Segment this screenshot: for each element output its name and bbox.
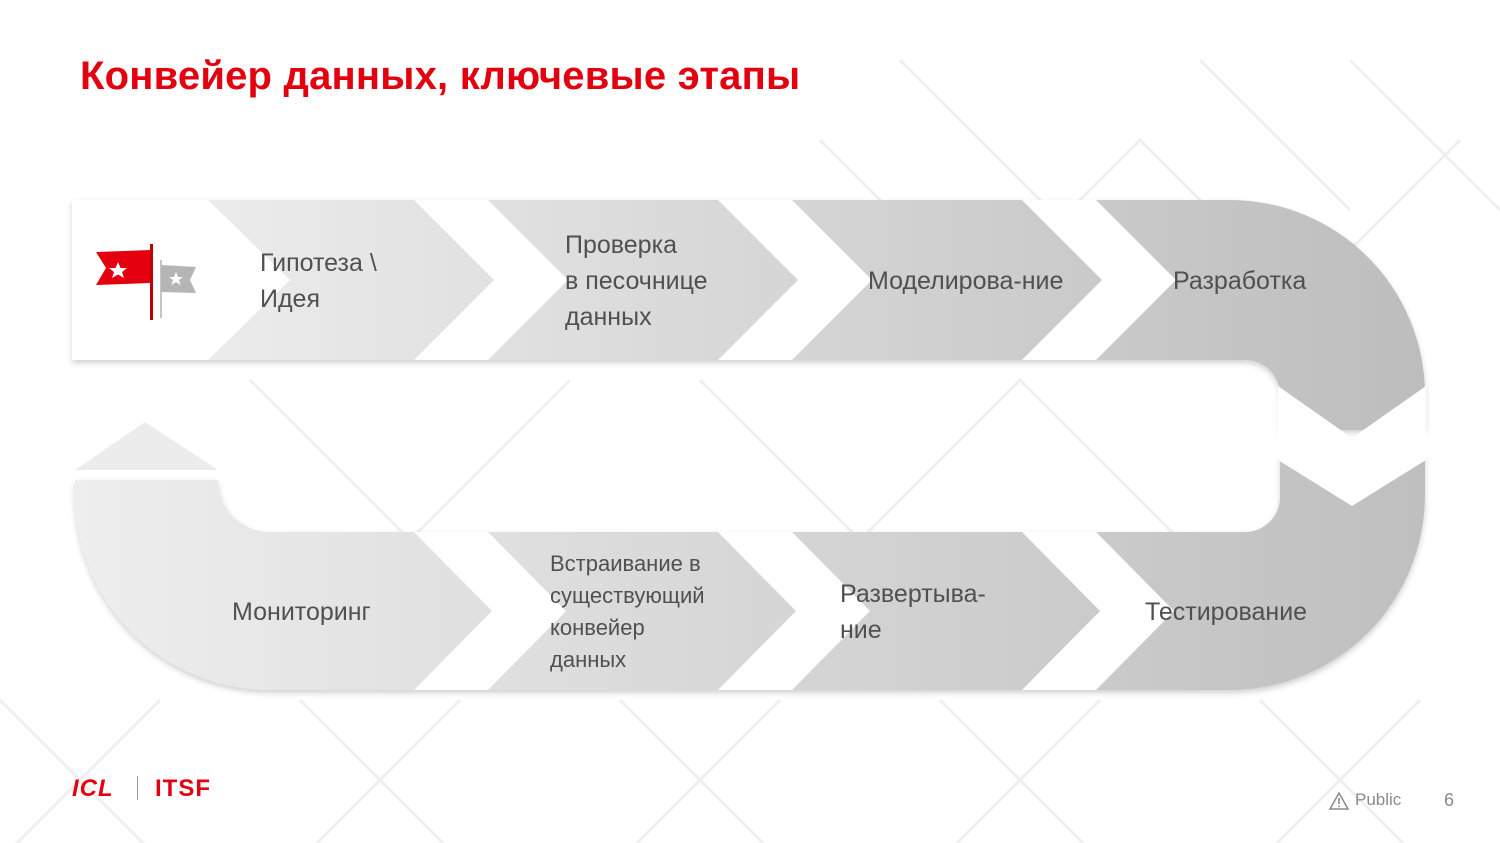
stage-sandbox-check: Проверка в песочнице данных <box>565 227 708 335</box>
stage-line: данных <box>550 647 627 672</box>
stage-line: Проверка <box>565 231 677 259</box>
stage-line: Разработка <box>1173 267 1307 295</box>
page-number: 6 <box>1444 790 1455 810</box>
stage-line: Моделирова-ние <box>868 267 1064 295</box>
flags-with-stars-icon <box>96 244 196 320</box>
stage-line: в песочнице <box>565 267 708 295</box>
stage-line: Развертыва- <box>840 580 986 608</box>
stage-line: конвейер <box>550 615 645 640</box>
icl-logo: ICL <box>72 775 114 802</box>
top-row-separators <box>180 200 1176 360</box>
stage-development: Разработка <box>1173 263 1306 299</box>
stage-line: Встраивание в <box>550 551 701 576</box>
stage-deployment: Развертыва- ние <box>840 576 986 648</box>
stage-modeling: Моделирова-ние <box>868 263 1063 299</box>
stage-line: Идея <box>260 285 320 313</box>
turn-separator <box>1278 386 1426 506</box>
stage-hypothesis: Гипотеза \ Идея <box>260 245 377 317</box>
warning-icon <box>1328 791 1350 810</box>
itsf-logo: ITSF <box>155 775 211 802</box>
stage-monitoring: Мониторинг <box>232 594 371 630</box>
stage-line: Гипотеза \ <box>260 249 377 277</box>
stage-integration: Встраивание в существующий конвейер данн… <box>550 548 705 676</box>
classification-label: Public <box>1355 790 1402 809</box>
footer-divider <box>137 776 138 800</box>
stage-line: существующий <box>550 583 705 608</box>
end-arrow <box>75 422 218 470</box>
stage-line: Мониторинг <box>232 598 371 626</box>
bottom-row-separators <box>414 532 1174 690</box>
pipeline-bottom-band <box>75 455 1425 690</box>
background-pattern <box>0 58 1500 843</box>
stage-line: данных <box>565 303 652 331</box>
stage-testing: Тестирование <box>1145 594 1307 630</box>
stage-line: Тестирование <box>1145 598 1308 626</box>
stage-line: ние <box>840 616 882 644</box>
slide-title: Конвейер данных, ключевые этапы <box>80 54 801 98</box>
